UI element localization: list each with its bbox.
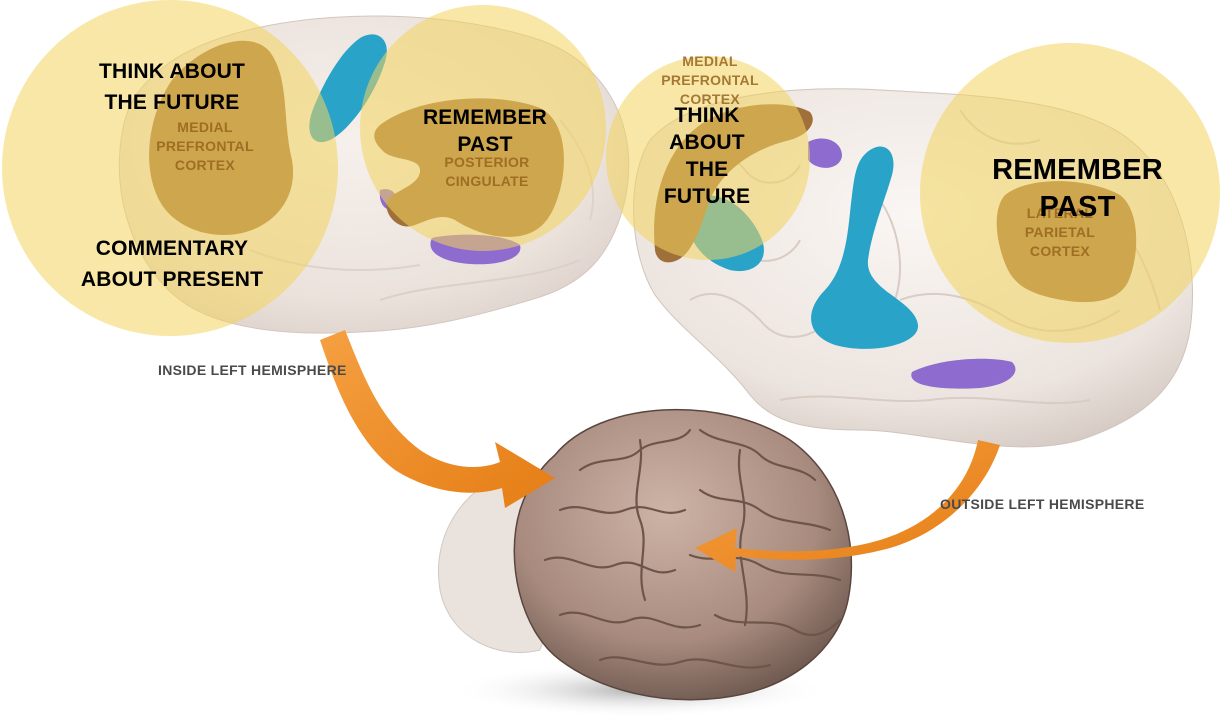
- annotation-line: THINK: [652, 102, 762, 129]
- region-label-posterior-cingulate-inside: POSTERIOR CINGULATE: [432, 153, 542, 191]
- annotation-think-about-future-inside: THINK ABOUT THE FUTURE: [72, 56, 272, 118]
- annotation-commentary-about-present: COMMENTARY ABOUT PRESENT: [62, 233, 282, 295]
- region-label-line: PREFRONTAL: [155, 137, 255, 156]
- region-label-line: MEDIAL: [155, 118, 255, 137]
- region-label-line: PREFRONTAL: [660, 71, 760, 90]
- region-label-line: CORTEX: [1010, 242, 1110, 261]
- inside-hemisphere-label: INSIDE LEFT HEMISPHERE: [158, 362, 347, 378]
- outside-hemisphere-label: OUTSIDE LEFT HEMISPHERE: [940, 496, 1144, 512]
- annotation-remember-past-inside: REMEMBER PAST: [410, 104, 560, 158]
- region-label-medial-prefrontal-outside: MEDIAL PREFRONTAL CORTEX: [660, 52, 760, 109]
- annotation-line: REMEMBER: [410, 104, 560, 131]
- region-label-line: CORTEX: [155, 156, 255, 175]
- annotation-line: REMEMBER: [985, 152, 1170, 189]
- annotation-remember-past-outside: REMEMBER PAST: [985, 152, 1170, 226]
- region-label-line: CINGULATE: [432, 172, 542, 191]
- annotation-line: THE FUTURE: [72, 87, 272, 118]
- annotation-line: ABOUT: [652, 129, 762, 156]
- region-label-medial-prefrontal-inside: MEDIAL PREFRONTAL CORTEX: [155, 118, 255, 175]
- annotation-think-about-future-outside: THINK ABOUT THE FUTURE: [652, 102, 762, 210]
- annotation-line: PAST: [410, 131, 560, 158]
- annotation-line: THINK ABOUT: [72, 56, 272, 87]
- region-label-line: MEDIAL: [660, 52, 760, 71]
- arrow-inside-to-brain: [320, 330, 555, 508]
- annotation-line: FUTURE: [652, 183, 762, 210]
- annotation-line: COMMENTARY: [62, 233, 282, 264]
- annotation-line: THE: [652, 156, 762, 183]
- annotation-line: PAST: [985, 189, 1170, 226]
- annotation-line: ABOUT PRESENT: [62, 264, 282, 295]
